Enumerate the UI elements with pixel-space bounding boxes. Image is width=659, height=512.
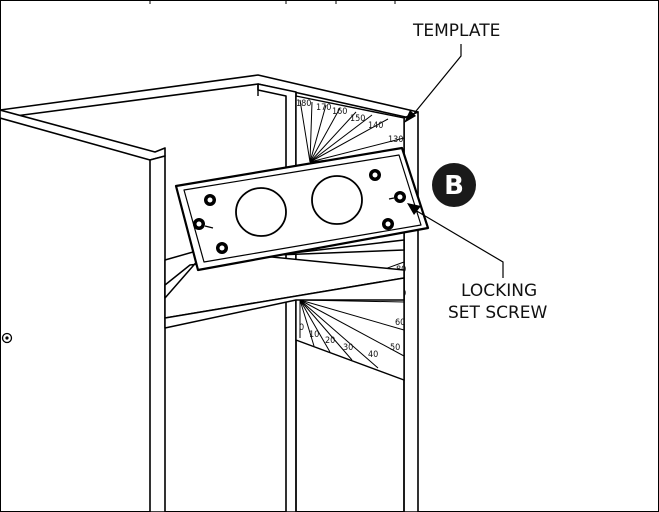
- scale-label-40: 40: [368, 350, 378, 360]
- upper-ray-3: [309, 107, 341, 163]
- badge-letter: B: [444, 171, 464, 201]
- upper-ray-0: [299, 99, 311, 163]
- template-callout: TEMPLATE: [404, 21, 500, 123]
- upper-ray-5: [309, 114, 373, 163]
- scale-label-170: 170: [316, 103, 331, 113]
- scale-label-20: 20: [325, 336, 335, 346]
- scale-label-140: 140: [368, 121, 383, 131]
- scale-label-0: 0: [299, 323, 304, 333]
- lower-ray-1: [299, 299, 315, 347]
- bracket-hole-right: [311, 175, 363, 225]
- screw-mid-left: [193, 218, 214, 230]
- bracket-plate: [174, 146, 430, 272]
- upper-ray-4: [309, 111, 357, 163]
- cabinet-left-post: [149, 155, 166, 512]
- scale-label-180: 180: [296, 99, 311, 109]
- bracket-hole-left: [235, 187, 287, 237]
- upper-ray-1: [309, 101, 313, 163]
- upper-scale-labels: 180 170 160 150 140 130: [296, 99, 403, 145]
- lower-ray-2: [299, 299, 331, 353]
- locking-label-line1: LOCKING: [461, 281, 537, 301]
- scale-label-150: 150: [350, 114, 365, 124]
- scale-label-10: 10: [309, 330, 319, 340]
- side-screw: [1, 332, 13, 344]
- screw-top-right: [369, 169, 381, 181]
- screw-bottom-right: [382, 218, 394, 230]
- scale-label-130: 130: [388, 135, 403, 145]
- top-edge-marks: [149, 0, 396, 4]
- lower-ray-4: [299, 299, 379, 369]
- locking-label-line2: SET SCREW: [448, 303, 548, 323]
- lower-ray-6: [299, 299, 405, 331]
- upper-ray-2: [309, 104, 327, 163]
- template-label: TEMPLATE: [412, 21, 500, 41]
- lower-ray-3: [299, 299, 353, 361]
- cabinet-left-panel-top: [0, 109, 166, 161]
- screw-bottom-left: [216, 242, 228, 254]
- scale-label-160: 160: [332, 107, 347, 117]
- mounting-arm: [164, 239, 405, 329]
- upper-angle-scale: [299, 99, 405, 163]
- callout-badge-b: B: [432, 163, 476, 207]
- upper-ray-6: [309, 118, 389, 163]
- screw-top-left: [204, 194, 216, 206]
- locking-screw-callout: LOCKING SET SCREW: [407, 203, 548, 323]
- lower-ray-5: [299, 299, 405, 357]
- scale-label-50: 50: [390, 343, 400, 353]
- screw-locking: [388, 191, 406, 203]
- scale-label-30: 30: [343, 343, 353, 353]
- bracket-screws: [193, 169, 406, 254]
- scale-label-60: 60: [395, 318, 405, 328]
- upper-ray-7: [309, 137, 405, 163]
